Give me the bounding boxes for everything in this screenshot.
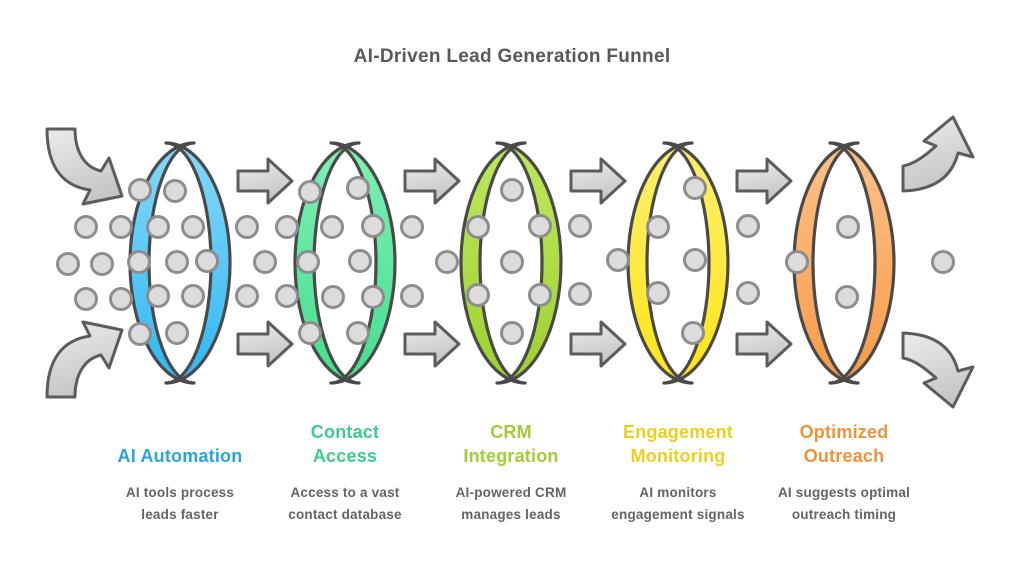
lead-dot: [435, 250, 459, 274]
lead-dot: [298, 321, 322, 345]
lead-dot: [835, 285, 859, 309]
lead-dot: [163, 179, 187, 203]
lead-dot: [275, 215, 299, 239]
lead-dot: [348, 249, 372, 273]
ring-band-right: [495, 141, 563, 385]
lead-dot: [646, 215, 670, 239]
funnel-ring-crm-integration: [459, 141, 563, 385]
lead-dot: [146, 284, 170, 308]
lead-dot: [298, 180, 322, 204]
funnel-ring-engagement-monitoring: [626, 141, 730, 385]
flow-arrow-right-icon: [236, 320, 294, 368]
lead-dot: [181, 215, 205, 239]
lead-dot: [109, 215, 133, 239]
lead-dot: [683, 248, 707, 272]
lead-dot: [606, 248, 630, 272]
lead-dot: [128, 178, 152, 202]
lead-dot: [681, 321, 705, 345]
entry-arrow-bottom-icon: [45, 320, 124, 399]
diagram-title: AI-Driven Lead Generation Funnel: [353, 46, 671, 67]
lead-dot: [568, 214, 592, 238]
lead-dot: [56, 252, 80, 276]
lead-dot: [361, 285, 385, 309]
lead-dot: [109, 287, 133, 311]
exit-arrow-bottom-icon: [901, 331, 975, 409]
lead-dot: [931, 250, 955, 274]
lead-dot: [528, 283, 552, 307]
lead-dot: [146, 215, 170, 239]
lead-dot: [181, 284, 205, 308]
entry-arrow-top-icon: [45, 127, 124, 206]
ring-band-left: [459, 141, 527, 385]
ring-band-right: [662, 141, 730, 385]
lead-dot: [568, 282, 592, 306]
lead-dot: [296, 250, 320, 274]
exit-arrow-top-icon: [901, 115, 975, 193]
lead-dot: [346, 176, 370, 200]
ring-band-right: [164, 141, 232, 385]
ring-band-right: [828, 141, 896, 385]
lead-dot: [321, 285, 345, 309]
ring-band-left: [626, 141, 694, 385]
lead-dot: [466, 215, 490, 239]
lead-dot: [646, 281, 670, 305]
lead-dot: [736, 214, 760, 238]
lead-dot: [361, 214, 385, 238]
lead-dot: [90, 252, 114, 276]
flow-arrow-right-icon: [569, 157, 627, 205]
ring-band-right: [329, 141, 397, 385]
flow-arrow-right-icon: [403, 320, 461, 368]
lead-dot: [275, 284, 299, 308]
flow-arrow-right-icon: [569, 320, 627, 368]
lead-dot: [235, 284, 259, 308]
lead-dot: [195, 249, 219, 273]
lead-dot: [400, 215, 424, 239]
lead-dot: [500, 321, 524, 345]
lead-dot: [253, 250, 277, 274]
lead-dot: [683, 176, 707, 200]
lead-dot: [836, 215, 860, 239]
lead-dot: [736, 281, 760, 305]
lead-dot: [346, 321, 370, 345]
lead-dot: [74, 287, 98, 311]
lead-dot: [500, 178, 524, 202]
lead-dot: [466, 283, 490, 307]
lead-dot: [320, 215, 344, 239]
lead-dot: [165, 321, 189, 345]
lead-dot: [528, 214, 552, 238]
lead-dot: [785, 250, 809, 274]
lead-dot: [235, 215, 259, 239]
lead-dot: [400, 284, 424, 308]
ring-band-left: [792, 141, 860, 385]
flow-arrow-right-icon: [735, 320, 793, 368]
lead-dot: [74, 215, 98, 239]
flow-arrow-right-icon: [735, 157, 793, 205]
funnel-ring-optimized-outreach: [792, 141, 896, 385]
flow-arrow-right-icon: [236, 157, 294, 205]
flow-arrow-right-icon: [403, 157, 461, 205]
lead-dot: [500, 250, 524, 274]
lead-dot: [128, 322, 152, 346]
lead-dot: [127, 250, 151, 274]
lead-dot: [165, 250, 189, 274]
